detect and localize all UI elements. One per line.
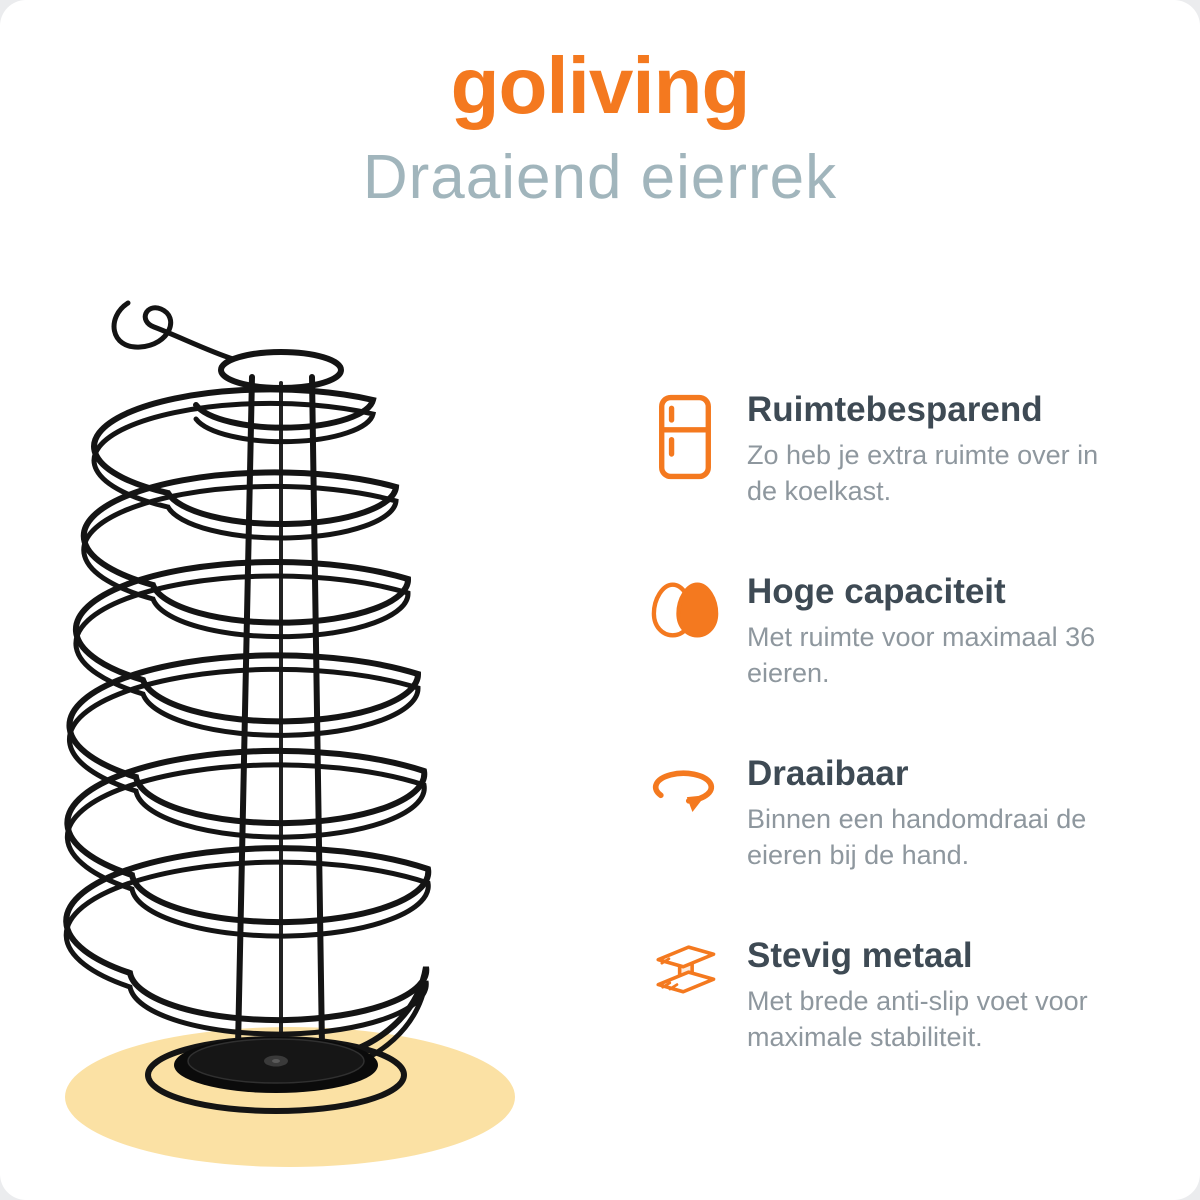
feature-space-saving: Ruimtebesparend Zo heb je extra ruimte o…: [645, 390, 1125, 518]
feature-description: Binnen een handomdraai de eieren bij de …: [747, 804, 1087, 870]
feature-description: Zo heb je extra ruimte over in de koelka…: [747, 440, 1099, 506]
feature-text: Hoge capaciteit Met ruimte voor maximaal…: [747, 572, 1115, 691]
fridge-icon: [645, 390, 725, 480]
feature-title: Ruimtebesparend: [747, 390, 1043, 429]
feature-title: Hoge capaciteit: [747, 572, 1006, 611]
feature-text: Ruimtebesparend Zo heb je extra ruimte o…: [747, 390, 1115, 509]
feature-sturdy-metal: Stevig metaal Met brede anti-slip voet v…: [645, 936, 1125, 1064]
rotate-icon: [645, 754, 725, 814]
feature-list: Ruimtebesparend Zo heb je extra ruimte o…: [645, 390, 1125, 1064]
post-left: [235, 374, 255, 1050]
brand-logo: goliving: [450, 41, 751, 130]
base-screw: [272, 1059, 280, 1063]
eggs-icon: [645, 572, 725, 644]
feature-text: Stevig metaal Met brede anti-slip voet v…: [747, 936, 1115, 1055]
feature-title: Stevig metaal: [747, 936, 973, 975]
feature-text: Draaibaar Binnen een handomdraai de eier…: [747, 754, 1115, 873]
feature-capacity: Hoge capaciteit Met ruimte voor maximaal…: [645, 572, 1125, 700]
steel-beam-icon: [645, 936, 725, 1006]
spiral-egg-rack-image: [63, 300, 515, 1167]
feature-description: Met ruimte voor maximaal 36 eieren.: [747, 622, 1096, 688]
post-right: [309, 374, 325, 1050]
spiral-rail-outer: [63, 386, 432, 1058]
product-title: Draaiend eierrek: [362, 143, 838, 212]
wire-hook: [111, 300, 236, 362]
feature-title: Draaibaar: [747, 754, 909, 793]
feature-rotatable: Draaibaar Binnen een handomdraai de eier…: [645, 754, 1125, 882]
feature-description: Met brede anti-slip voet voor maximale s…: [747, 986, 1088, 1052]
spiral-rail-inner: [63, 400, 431, 1072]
